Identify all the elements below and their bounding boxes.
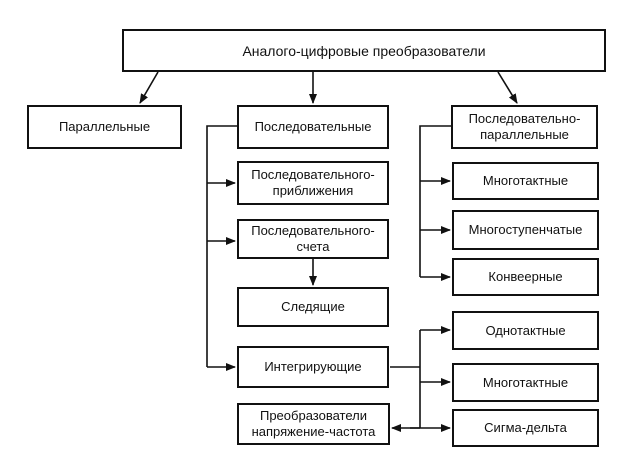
- node-successive-count: Последовательного- счета: [237, 219, 389, 259]
- node-multicycle: Многотактные: [452, 162, 599, 200]
- root-node-label: Аналого-цифровые преобразователи: [242, 42, 486, 59]
- sequential-trunk: [206, 125, 237, 367]
- node-single-cycle: Однотактные: [452, 311, 599, 350]
- arrow-root-to-seq-parallel: [497, 71, 518, 104]
- arrow-root-to-parallel: [139, 71, 159, 104]
- node-parallel: Параллельные: [27, 105, 182, 149]
- node-pipeline: Конвеерные: [452, 258, 599, 296]
- node-vf-converters: Преобразователи напряжение-частота: [237, 403, 390, 445]
- node-multistage: Многоступенчатые: [452, 210, 599, 250]
- node-seq-parallel: Последовательно- параллельные: [451, 105, 598, 149]
- node-integrating: Интегрирующие: [237, 346, 389, 388]
- node-tracking: Следящие: [237, 287, 389, 327]
- node-multicycle-int: Многотактные: [452, 363, 599, 402]
- node-successive-approx: Последовательного- приближения: [237, 161, 389, 205]
- node-sequential: Последовательные: [237, 105, 389, 149]
- node-sigma-delta: Сигма-дельта: [452, 409, 599, 447]
- seq-parallel-trunk: [419, 125, 451, 277]
- root-node: Аналого-цифровые преобразователи: [122, 29, 606, 72]
